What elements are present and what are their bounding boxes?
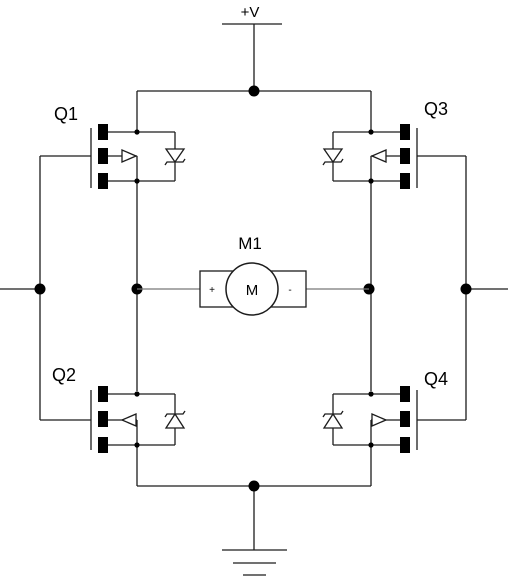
q4-body-arrow [371,413,388,427]
q3-zener-bar [322,158,344,166]
motor-minus-label: - [288,285,291,296]
q2-zener-bar [164,410,186,418]
ground-symbol [222,549,287,576]
right-input-wiring [417,155,508,421]
q1-zener-bar [164,158,186,166]
motor-plus-label: + [209,285,215,296]
motor-symbol-label: M [246,282,259,299]
q1-body-diode [164,148,186,164]
q4-label: Q4 [424,369,448,389]
supply-label: +V [241,4,260,21]
transistor-q2 [90,386,186,453]
left-input-junction [34,283,46,295]
q4-body-diode [322,412,344,429]
q4-zener-bar [322,410,344,418]
transistor-q4 [322,386,418,453]
supply-rail [136,23,372,132]
ground-junction [248,480,260,492]
q1-body-arrow [121,149,138,163]
supply-junction [248,85,260,97]
transistor-q3 [322,124,418,189]
q3-body-diode [322,148,344,164]
motor-ref-label: M1 [238,234,262,253]
left-input-wiring [0,155,91,421]
q2-body-diode [164,412,186,429]
q3-body-arrow [370,149,387,163]
q2-label: Q2 [52,365,76,385]
q1-label: Q1 [54,104,78,124]
transistor-q1 [90,124,186,189]
ground-rail [136,445,372,550]
motor-m1 [137,262,369,316]
right-input-junction [460,283,472,295]
q2-body-arrow [120,413,137,427]
q3-label: Q3 [424,99,448,119]
